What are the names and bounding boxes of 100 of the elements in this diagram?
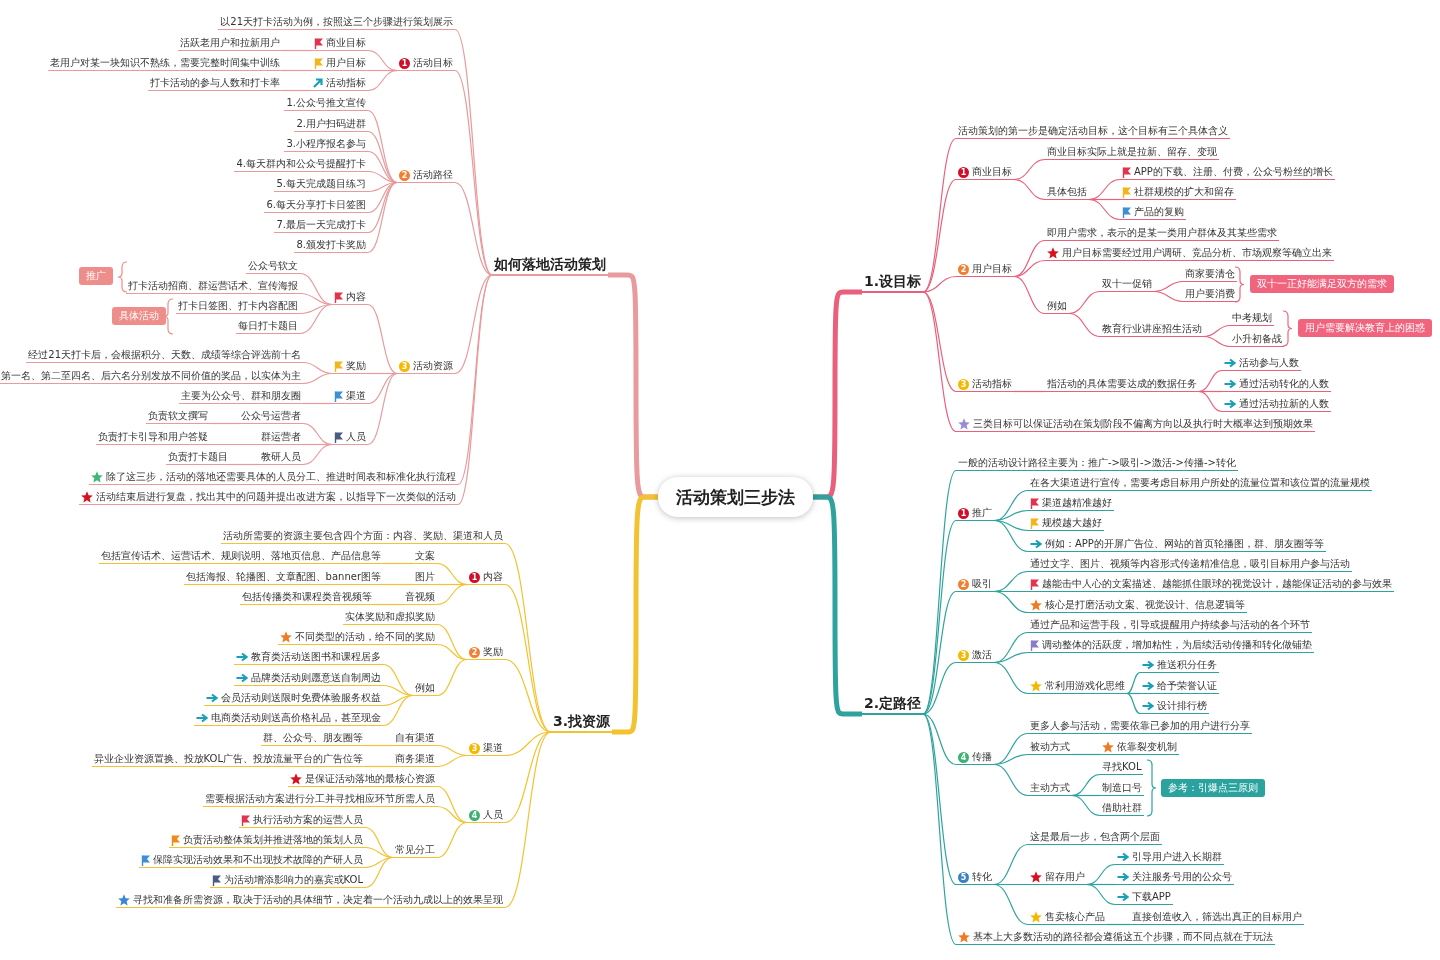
topic-text: 商业目标	[326, 36, 366, 50]
topic-text: 会员活动则送限时免费体验服务权益	[221, 691, 381, 705]
branch-line	[281, 69, 313, 72]
number-badge: 1	[958, 507, 969, 519]
branch-topic	[1115, 870, 1234, 885]
branch-topic	[332, 430, 368, 445]
branch-line	[1088, 178, 1121, 201]
branch-topic	[1115, 850, 1224, 865]
callout-box	[112, 307, 166, 325]
branch-topic	[332, 290, 368, 305]
branch-line	[436, 821, 468, 859]
branch-line	[504, 731, 552, 909]
number-badge: 2	[958, 263, 969, 275]
branch-line	[1013, 178, 1046, 201]
branch-line	[1126, 692, 1141, 715]
topic-text: 基本上大多数活动的路径都会遵循这五个步骤，而不同点就在于玩法	[973, 930, 1273, 944]
number-badge: 1	[469, 571, 480, 583]
branch-line	[382, 583, 414, 586]
branch-line	[1086, 883, 1116, 906]
topic-text: 商家要清仓	[1185, 267, 1235, 281]
branch-line	[993, 883, 1029, 926]
topic-text: 打卡活动招商、群运营话术、宣传海报	[128, 279, 298, 293]
branch-line	[922, 661, 957, 715]
topic-text: 奖励	[483, 645, 503, 659]
topic-text: 寻找和准备所需资源，取决于活动的具体细节，决定着一个活动九成以上的效果呈现	[133, 893, 503, 907]
branch-line	[1013, 239, 1046, 278]
topic-text: 2.用户扫码进群	[296, 117, 366, 131]
branch-line	[367, 49, 398, 72]
branch-line	[1198, 369, 1223, 393]
branch-topic	[332, 359, 368, 374]
topic-text: 活动参与人数	[1239, 356, 1299, 370]
branch-line	[209, 443, 260, 446]
topic-text: 负责活动整体策划并推进落地的策划人员	[183, 833, 363, 847]
branch-topic	[234, 650, 383, 665]
branch-line	[993, 590, 1029, 614]
branch-line	[373, 603, 404, 606]
branch-topic	[278, 630, 437, 645]
topic-text: 商业目标	[972, 165, 1012, 179]
branch-topic	[397, 168, 455, 183]
topic-text: 执行活动方案的运营人员	[253, 813, 363, 827]
topic-text: 售卖核心产品	[1045, 910, 1105, 924]
branch-line	[436, 623, 468, 661]
branch-line	[367, 181, 398, 234]
topic-text: 异业企业资源置换、投放KOL广告、投放流量平台的广告位等	[93, 752, 363, 766]
callout-box	[1298, 319, 1432, 337]
topic-text: 实体奖励和虚拟奖励	[345, 610, 435, 624]
topic-text: 参考：引爆点三原则	[1168, 781, 1258, 795]
branch-line	[302, 443, 333, 466]
topic-text: 通过产品和运营手段，引导或提醒用户持续参与活动的各个环节	[1030, 618, 1310, 632]
topic-text: 通过活动转化的人数	[1239, 377, 1329, 391]
branch-topic	[1140, 679, 1219, 694]
branch-line	[454, 69, 493, 276]
topic-text: 产品的复购	[1134, 205, 1184, 219]
branch-line	[922, 469, 957, 715]
topic-text: 6.每天分享打卡日签图	[266, 198, 366, 212]
topic-text: 3.小程序报名参与	[286, 137, 366, 151]
branch-line	[436, 583, 468, 606]
topic-text: 用户目标	[326, 56, 366, 70]
topic-text: 寻找KOL	[1102, 760, 1142, 774]
branch-line	[436, 785, 468, 824]
branch-topic	[311, 76, 368, 91]
branch-line	[993, 519, 1029, 553]
topic-text: 4.每天群内和公众号提醒打卡	[236, 157, 366, 171]
topic-text: 例如	[1047, 299, 1067, 313]
topic-text: 为活动增添影响力的嘉宾或KOL	[223, 873, 363, 887]
topic-text: 主要为公众号、群和朋友圈	[181, 389, 301, 403]
branch-topic	[1115, 890, 1173, 905]
number-badge: 2	[469, 646, 480, 658]
topic-text: 保障实现活动效果和不出现技术故障的产研人员	[153, 853, 363, 867]
number-badge: 2	[399, 169, 410, 181]
topic-text: 活动策划的第一步是确定活动目标，这个目标有三个具体含义	[958, 124, 1228, 138]
topic-text: 转化	[972, 870, 992, 884]
branch-line	[367, 372, 398, 405]
topic-text: 品牌类活动则愿意送自制周边	[251, 671, 381, 685]
branch-line	[1126, 671, 1141, 695]
number-badge: 4	[469, 809, 480, 821]
topic-text: 中考规划	[1232, 311, 1272, 325]
topic-text: 负责打卡引导和用户答疑	[98, 430, 208, 444]
topic-text: 通过文字、图片、视频等内容形式传递精准信息，吸引目标用户参与活动	[1030, 557, 1350, 571]
callout-box	[1161, 779, 1265, 797]
branch-topic	[234, 671, 383, 686]
topic-text: 核心是打磨活动文案、视觉设计、信息逻辑等	[1045, 598, 1245, 612]
branch-topic	[1120, 185, 1236, 200]
branch-line	[436, 562, 468, 586]
topic-text: 打卡日签图、打卡内容配图	[178, 299, 298, 313]
topic-text: 内容	[483, 570, 503, 584]
branch-line	[1071, 753, 1101, 756]
topic-text: 用户目标需要经过用户调研、竞品分析、市场观察等确立出来	[1062, 246, 1332, 260]
topic-text: 文案	[415, 549, 435, 563]
topic-text: 三类目标可以保证活动在策划阶段不偏离方向以及执行时大概率达到预期效果	[973, 417, 1313, 431]
branch-line	[454, 28, 493, 276]
topic-text: 渠道越精准越好	[1042, 496, 1112, 510]
topic-text: 制造口号	[1102, 781, 1142, 795]
topic-text: 被动方式	[1030, 740, 1070, 754]
branch-topic	[1100, 740, 1179, 755]
branch-line	[1153, 290, 1184, 303]
branch-topic	[956, 577, 994, 592]
branch-topic	[1140, 699, 1209, 714]
topic-text: 人员	[483, 808, 503, 822]
branch-line	[922, 713, 957, 886]
